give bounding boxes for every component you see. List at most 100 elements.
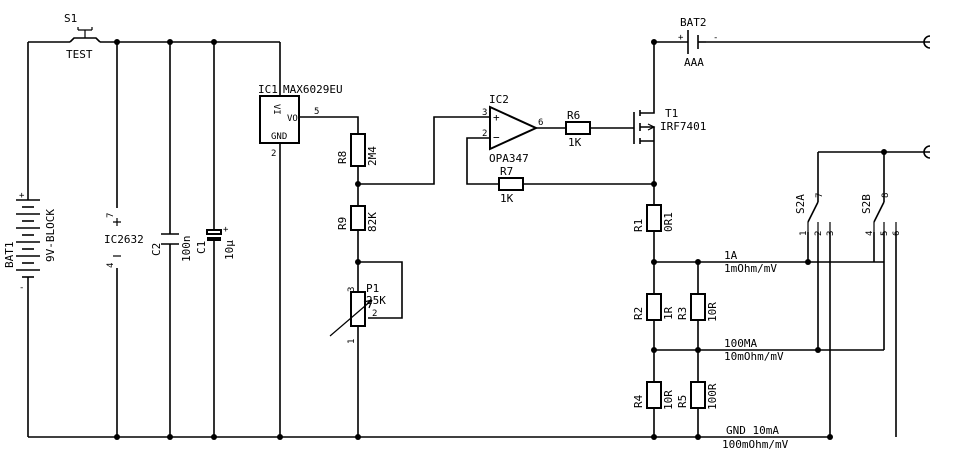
r2-ref: R2 bbox=[632, 307, 645, 320]
ic2-pin2: 2 bbox=[482, 129, 487, 139]
range-10ma: GND 10mA 100mOhm/mV bbox=[722, 424, 789, 451]
ic2-pin3: 3 bbox=[482, 108, 487, 118]
range-100ma: 100MA 10mOhm/mV bbox=[724, 337, 784, 363]
c2-ref: C2 bbox=[150, 243, 163, 256]
r7-value: 1K bbox=[500, 192, 514, 205]
ic1-ref: IC1 bbox=[258, 83, 278, 96]
r5-ref: R5 bbox=[676, 395, 689, 408]
range-1a: 1A 1mOhm/mV bbox=[724, 249, 777, 275]
r7-ref: R7 bbox=[500, 165, 513, 178]
ic1-vi: VI bbox=[271, 104, 281, 115]
resistor-r3: R3 10R bbox=[676, 293, 719, 322]
r3-ref: R3 bbox=[676, 307, 689, 320]
bat1-ref: BAT1 bbox=[3, 242, 16, 269]
s2a-ref: S2A bbox=[794, 194, 807, 214]
bat2-minus: - bbox=[713, 33, 718, 43]
terminal-minus-out bbox=[923, 35, 931, 49]
s1-ref: S1 bbox=[64, 12, 77, 25]
c1-ref: C1 bbox=[195, 241, 208, 254]
r5-value: 100R bbox=[706, 383, 719, 410]
bat1-minus: - bbox=[19, 283, 24, 293]
range-100ma-scale: 10mOhm/mV bbox=[724, 350, 784, 363]
r8-ref: R8 bbox=[336, 151, 349, 164]
potentiometer-p1: P1 25K 3 2 1 bbox=[329, 282, 386, 344]
resistor-r6: R6 1K bbox=[565, 109, 591, 149]
s1-label: TEST bbox=[66, 48, 93, 61]
switch-s2b: S2B 8 4 5 6 bbox=[860, 193, 902, 236]
s2b-ref: S2B bbox=[860, 194, 873, 214]
s2b-pin8: 8 bbox=[881, 193, 891, 198]
ic2-pin6: 6 bbox=[538, 118, 543, 128]
bat2-value: AAA bbox=[684, 56, 704, 69]
battery-bat1: + - BAT1 9V-BLOCK bbox=[3, 190, 57, 293]
s2b-pin4: 4 bbox=[865, 231, 875, 236]
ic1-pin2: 2 bbox=[271, 149, 276, 159]
r1-value: 0R1 bbox=[662, 212, 675, 232]
bat2-plus: + bbox=[678, 33, 684, 43]
ic1-vo: VO bbox=[287, 114, 298, 124]
bat1-value: 9V-BLOCK bbox=[44, 209, 57, 262]
ic2-value: OPA347 bbox=[489, 152, 529, 165]
ic2632-power: 7 4 IC2632 bbox=[104, 213, 144, 268]
p1-ref: P1 bbox=[366, 282, 379, 295]
battery-bat2: BAT2 AAA + - bbox=[678, 16, 718, 69]
s2b-pin5: 5 bbox=[880, 231, 890, 236]
s2a-pin1: 1 bbox=[799, 231, 809, 236]
resistor-r8: R8 2M4 bbox=[336, 133, 379, 167]
mosfet-t1: T1 IRF7401 bbox=[633, 107, 706, 145]
bat2-ref: BAT2 bbox=[680, 16, 707, 29]
resistor-r5: R5 100R bbox=[676, 381, 719, 410]
range-1a-name: 1A bbox=[724, 249, 738, 262]
t1-ref: T1 bbox=[665, 107, 678, 120]
ic1-gnd: GND bbox=[271, 132, 287, 142]
r1-ref: R1 bbox=[632, 219, 645, 232]
r6-ref: R6 bbox=[567, 109, 580, 122]
ic2-plus: + bbox=[493, 111, 500, 124]
ic2-minus: − bbox=[493, 131, 500, 144]
resistor-r4: R4 10R bbox=[632, 381, 675, 410]
resistor-r9: R9 82K bbox=[336, 205, 379, 232]
s2a-pin2: 2 bbox=[814, 231, 824, 236]
r3-value: 10R bbox=[706, 302, 719, 322]
r4-ref: R4 bbox=[632, 394, 645, 408]
switch-s1: S1 TEST bbox=[64, 12, 101, 61]
resistor-r1: R1 0R1 bbox=[632, 204, 675, 232]
switch-s2a: S2A 7 1 2 3 bbox=[794, 193, 836, 236]
range-10ma-name: GND 10mA bbox=[726, 424, 779, 437]
ic1-pin5: 5 bbox=[314, 107, 319, 117]
capacitor-c2: C2 100n bbox=[150, 233, 193, 263]
resistor-r2: R2 1R bbox=[632, 293, 675, 321]
r9-value: 82K bbox=[366, 212, 379, 232]
r6-value: 1K bbox=[568, 136, 582, 149]
opamp-ic2: + − IC2 OPA347 3 2 6 bbox=[482, 93, 543, 165]
ic1-reference: IC1 MAX6029EU VI VO GND 5 2 bbox=[258, 83, 343, 159]
s2a-pin3: 3 bbox=[826, 231, 836, 236]
ic2632-pin7: 7 bbox=[106, 213, 116, 218]
terminal-plus-out bbox=[923, 145, 931, 159]
resistor-r7: R7 1K bbox=[498, 165, 524, 205]
s2b-pin6: 6 bbox=[892, 231, 902, 236]
s2a-pin7: 7 bbox=[815, 193, 825, 198]
bat1-plus: + bbox=[19, 191, 25, 201]
r8-value: 2M4 bbox=[366, 146, 379, 166]
ic2632-ref: IC2632 bbox=[104, 233, 144, 246]
ic2632-pin4: 4 bbox=[106, 263, 116, 268]
r2-value: 1R bbox=[662, 306, 675, 320]
range-1a-scale: 1mOhm/mV bbox=[724, 262, 777, 275]
p1-value: 25K bbox=[366, 294, 386, 307]
ic2-ref: IC2 bbox=[489, 93, 509, 106]
t1-value: IRF7401 bbox=[660, 120, 706, 133]
capacitor-c1: + C1 10µ bbox=[195, 225, 236, 260]
p1-pin2: 2 bbox=[372, 309, 377, 319]
c1-value: 10µ bbox=[223, 240, 236, 260]
r9-ref: R9 bbox=[336, 217, 349, 230]
p1-pin1: 1 bbox=[347, 339, 357, 344]
r4-value: 10R bbox=[662, 390, 675, 410]
c2-value: 100n bbox=[180, 236, 193, 263]
range-10ma-scale: 100mOhm/mV bbox=[722, 438, 789, 451]
range-100ma-name: 100MA bbox=[724, 337, 757, 350]
p1-pin3: 3 bbox=[347, 287, 357, 292]
ic1-value: MAX6029EU bbox=[283, 83, 343, 96]
wires bbox=[27, 41, 930, 438]
